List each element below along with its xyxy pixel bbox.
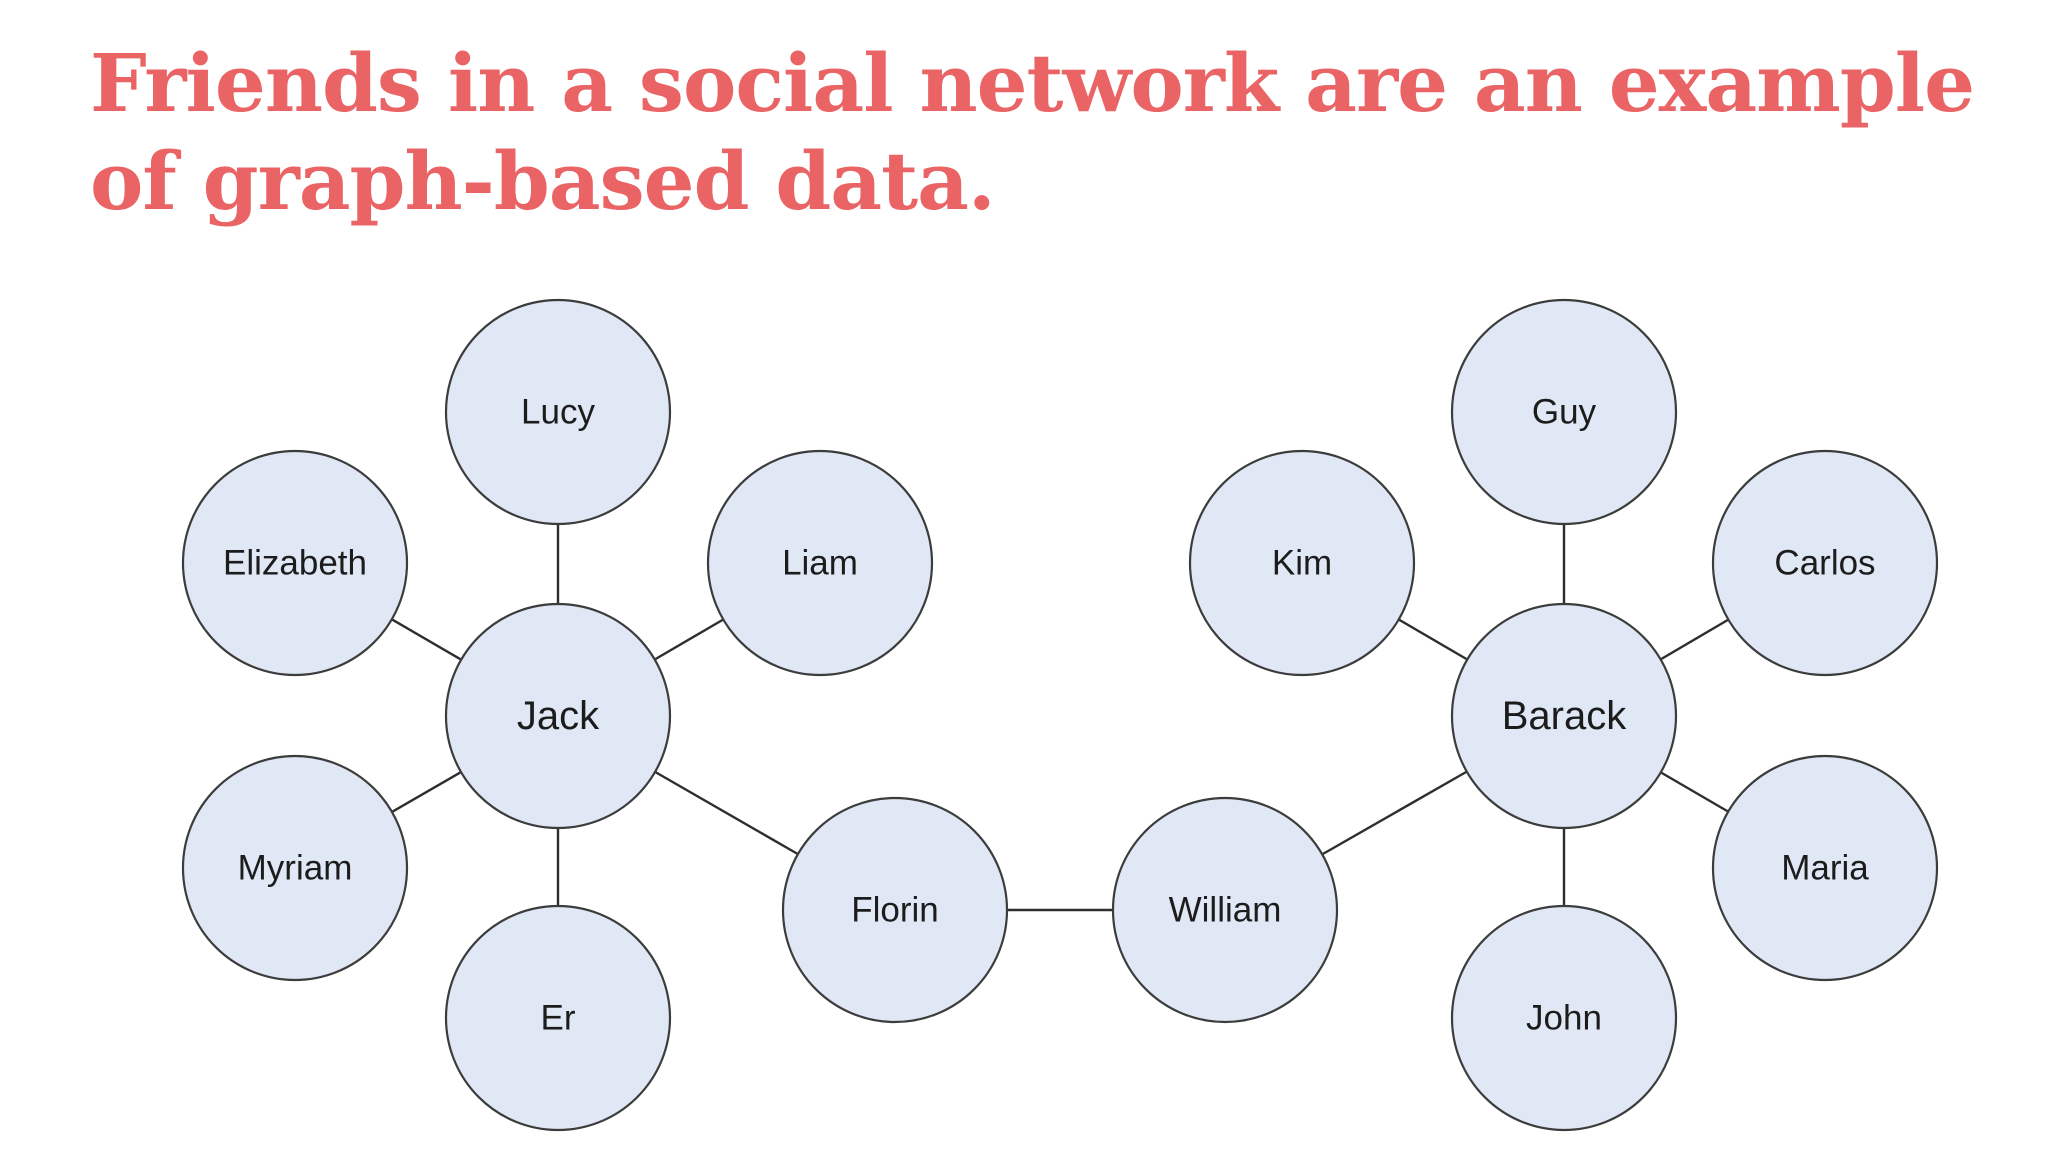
node-guy: Guy — [1450, 298, 1678, 526]
edge-jack-florin — [654, 770, 799, 856]
node-circle-liam — [706, 449, 934, 677]
node-circle-guy — [1450, 298, 1678, 526]
node-circle-er — [444, 904, 672, 1132]
node-circle-john — [1450, 904, 1678, 1132]
node-label-er: Er — [541, 999, 576, 1038]
edges-layer — [391, 524, 1729, 912]
node-elizabeth: Elizabeth — [181, 449, 409, 677]
node-liam: Liam — [706, 449, 934, 677]
edge-jack-liam — [654, 618, 724, 661]
edge-barack-maria — [1660, 771, 1729, 813]
edge-barack-kim — [1398, 618, 1468, 661]
node-circle-maria — [1711, 754, 1939, 982]
edge-jack-elizabeth — [391, 618, 462, 661]
node-circle-william — [1111, 796, 1339, 1024]
node-william: William — [1111, 796, 1339, 1024]
node-circle-myriam — [181, 754, 409, 982]
node-label-john: John — [1526, 999, 1602, 1038]
node-label-elizabeth: Elizabeth — [223, 544, 367, 583]
node-maria: Maria — [1711, 754, 1939, 982]
node-label-liam: Liam — [782, 544, 858, 583]
node-lucy: Lucy — [444, 298, 672, 526]
node-label-myriam: Myriam — [238, 849, 353, 888]
node-kim: Kim — [1188, 449, 1416, 677]
node-label-kim: Kim — [1272, 544, 1332, 583]
node-circle-carlos — [1711, 449, 1939, 677]
node-label-jack: Jack — [517, 694, 600, 738]
node-circle-barack — [1450, 602, 1678, 830]
node-circle-lucy — [444, 298, 672, 526]
node-john: John — [1450, 904, 1678, 1132]
node-label-lucy: Lucy — [521, 393, 595, 432]
node-label-barack: Barack — [1502, 694, 1627, 738]
edge-jack-myriam — [391, 771, 462, 813]
slide-title: Friends in a social network are an examp… — [90, 36, 1975, 228]
node-label-william: William — [1169, 891, 1282, 930]
node-circle-florin — [781, 796, 1009, 1024]
node-label-florin: Florin — [851, 891, 939, 930]
node-barack: Barack — [1450, 602, 1678, 830]
node-er: Er — [444, 904, 672, 1132]
node-label-maria: Maria — [1781, 849, 1869, 888]
edge-barack-carlos — [1660, 618, 1729, 661]
node-circle-elizabeth — [181, 449, 409, 677]
node-circle-jack — [444, 602, 672, 830]
node-myriam: Myriam — [181, 754, 409, 982]
node-label-carlos: Carlos — [1774, 544, 1875, 583]
edge-william-barack — [1321, 770, 1468, 856]
node-circle-kim — [1188, 449, 1416, 677]
node-jack: Jack — [444, 602, 672, 830]
node-label-guy: Guy — [1532, 393, 1597, 432]
node-florin: Florin — [781, 796, 1009, 1024]
node-carlos: Carlos — [1711, 449, 1939, 677]
